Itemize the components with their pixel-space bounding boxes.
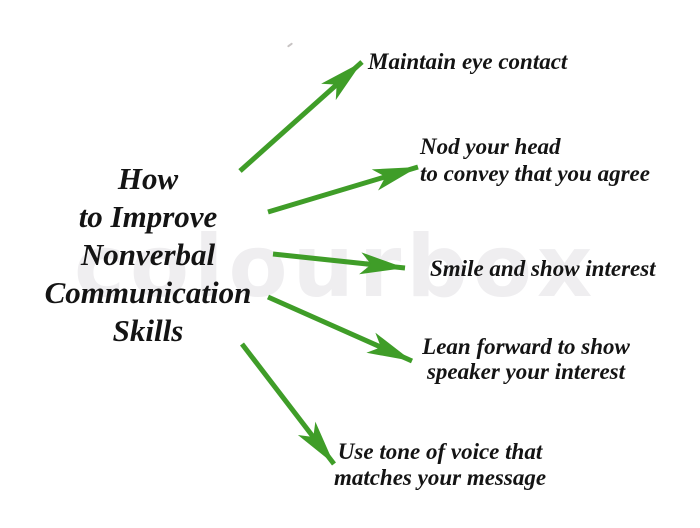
arrow-maintain-eye-contact — [238, 60, 364, 173]
tip-lean-forward: Lean forward to show speaker your intere… — [406, 334, 646, 384]
tip-line: Nod your head — [420, 134, 561, 159]
arrow-lean-forward — [266, 294, 414, 364]
tip-nod-your-head: Nod your head to convey that you agree — [420, 133, 650, 187]
title-line-1: How — [117, 161, 179, 196]
tip-line: speaker your interest — [426, 359, 626, 384]
title-line-2: to Improve — [78, 199, 218, 234]
arrow-nod-your-head — [267, 164, 419, 215]
tip-maintain-eye-contact: Maintain eye contact — [368, 49, 567, 75]
tip-line: Smile and show interest — [430, 256, 656, 281]
arrow-tone-of-voice — [240, 342, 336, 466]
tip-line: Lean forward to show — [422, 334, 630, 359]
tip-line: to convey that you agree — [420, 161, 650, 186]
tip-line: Maintain eye contact — [368, 49, 568, 74]
title-line-4: Communication — [44, 275, 252, 310]
tip-tone-of-voice: Use tone of voice that matches your mess… — [328, 439, 552, 491]
title-line-3: Nonverbal — [80, 237, 216, 272]
watermark: colourbox — [74, 217, 598, 317]
tip-line: Use tone of voice that — [337, 439, 543, 464]
arrow-smile — [272, 251, 406, 275]
tip-line: matches your message — [333, 465, 547, 490]
title-line-5: Skills — [112, 313, 184, 348]
diagram-title: How to Improve Nonverbal Communication S… — [28, 160, 268, 350]
tip-smile: Smile and show interest — [430, 256, 656, 282]
